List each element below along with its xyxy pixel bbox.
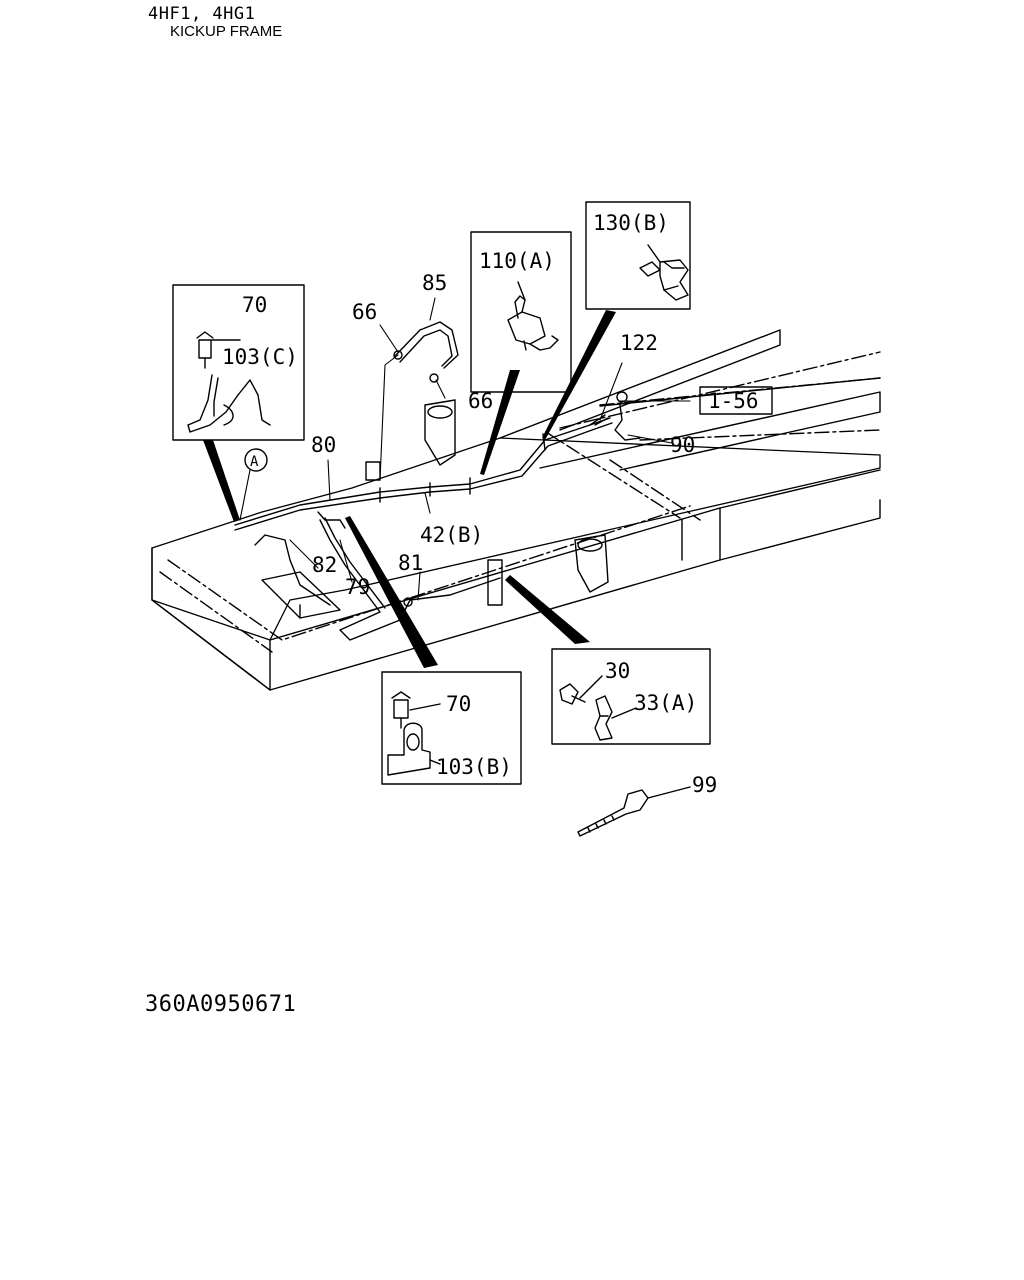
- cable-tie-99: [577, 786, 691, 837]
- clip-66a: [393, 350, 403, 360]
- label-80: 80: [311, 433, 336, 457]
- label-110a: 110(A): [479, 249, 555, 273]
- label-66-right: 66: [468, 389, 493, 413]
- hose-79-82: [254, 511, 346, 606]
- label-30: 30: [605, 659, 630, 683]
- pipe-122: [589, 414, 609, 426]
- label-79: 79: [345, 575, 370, 599]
- label-85: 85: [422, 271, 447, 295]
- connector-81: [403, 597, 413, 607]
- bracket-clip: [365, 461, 381, 481]
- label-122: 122: [620, 331, 658, 355]
- fuel-pipe-42b: [234, 417, 613, 531]
- document-id: 360A0950671: [145, 992, 297, 1017]
- hose-90: [614, 391, 641, 441]
- clip-66b: [429, 373, 439, 383]
- detail-box-130b: [585, 201, 691, 310]
- label-130b: 130(B): [593, 211, 669, 235]
- detail-callouts: [203, 310, 616, 668]
- label-view-a: A: [250, 454, 259, 470]
- frame-type: KICKUP FRAME: [170, 23, 283, 40]
- clip-33a-installed: [487, 559, 503, 606]
- label-70-bottom: 70: [446, 692, 471, 716]
- label-33a: 33(A): [634, 691, 697, 715]
- detail-box-110a: [470, 231, 572, 393]
- label-103b: 103(B): [436, 755, 512, 779]
- detail-box-30-33a: [551, 648, 711, 745]
- leader-lines: [239, 297, 691, 601]
- label-70-top: 70: [242, 293, 267, 317]
- chassis-frame: [151, 329, 881, 691]
- label-103c: 103(C): [222, 345, 298, 369]
- label-99: 99: [692, 773, 717, 797]
- ref-box-1-56: [699, 386, 773, 415]
- detail-box-70-103c: [172, 284, 305, 441]
- view-a-marker: [244, 448, 268, 472]
- label-42b: 42(B): [420, 523, 483, 547]
- label-81: 81: [398, 551, 423, 575]
- label-82: 82: [312, 553, 337, 577]
- model-code: 4HF1, 4HG1: [148, 4, 256, 24]
- label-90: 90: [670, 433, 695, 457]
- detail-box-70-103b: [381, 671, 522, 785]
- label-66-left: 66: [352, 300, 377, 324]
- label-1-56: 1-56: [708, 389, 759, 413]
- hose-85: [393, 321, 459, 369]
